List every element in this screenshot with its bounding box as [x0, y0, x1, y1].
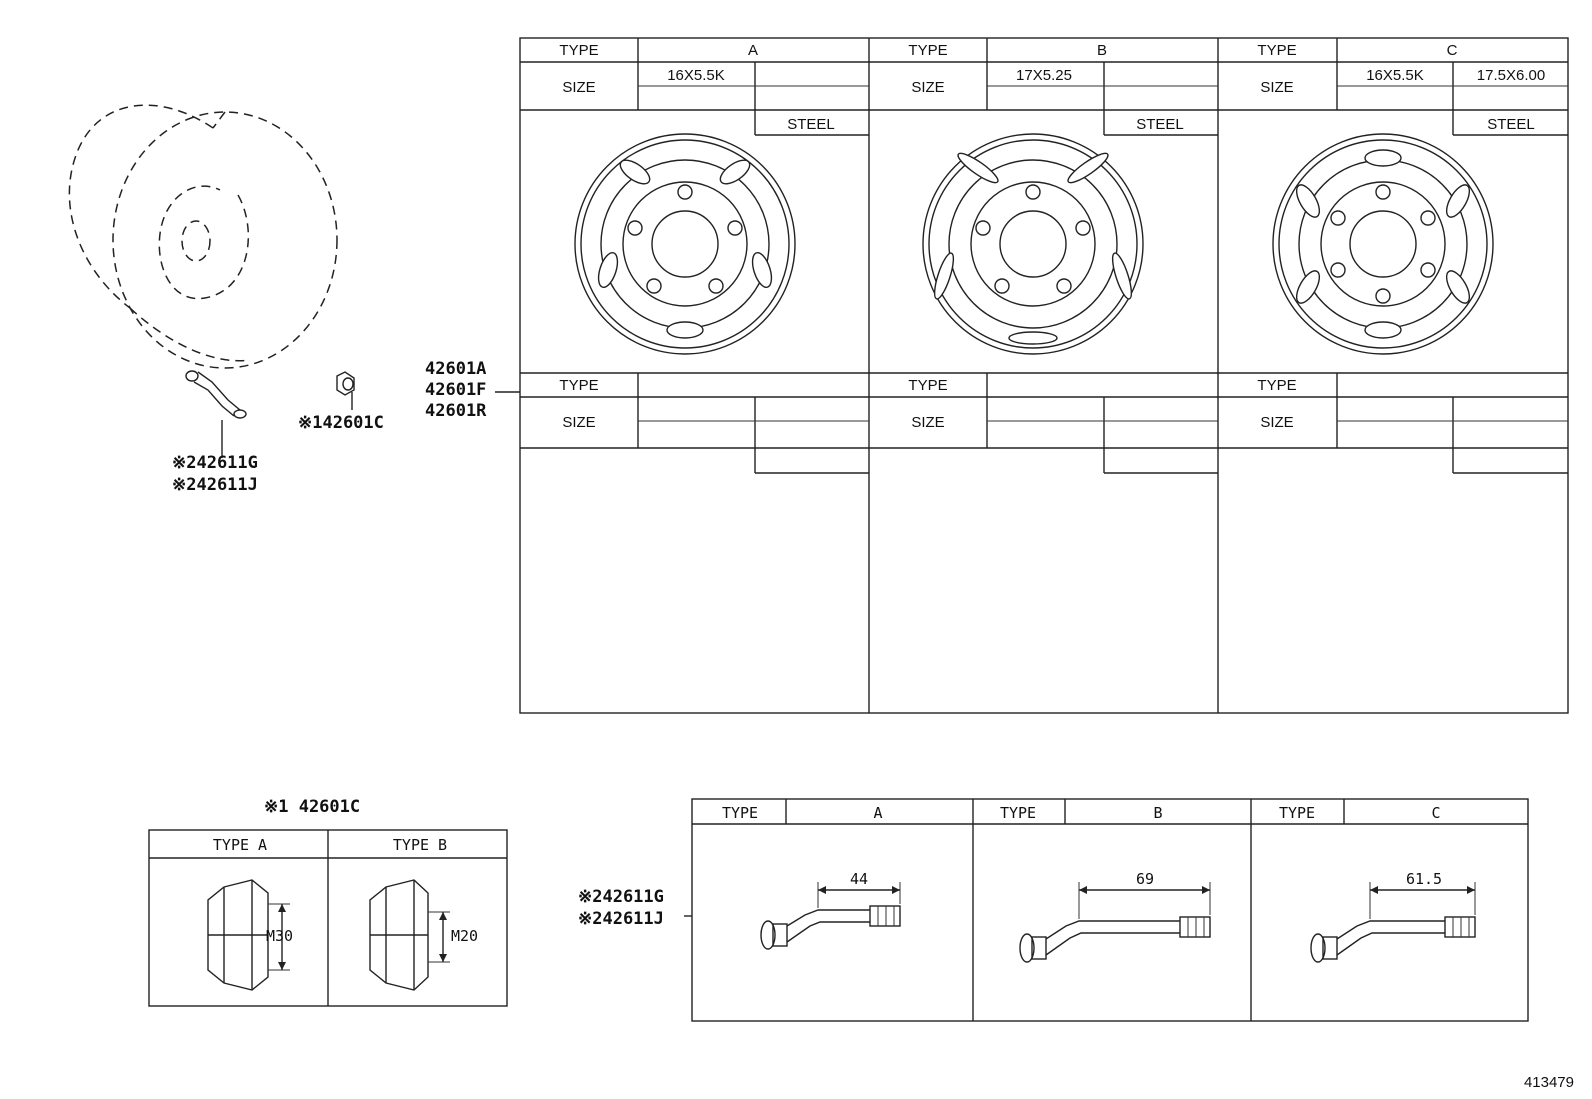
tire-edge	[212, 111, 226, 129]
nut-type-b-thread: M20	[451, 927, 478, 945]
illustration-number: 413479	[1524, 1074, 1574, 1091]
wheel-a-type-value: A	[748, 42, 758, 59]
wheel-center-bore	[181, 220, 211, 262]
empty-b-type-label: TYPE	[908, 377, 947, 394]
wheel-assembly-drawing	[68, 104, 355, 458]
valve-a-type-value: A	[873, 804, 882, 822]
valve-a-type-label: TYPE	[722, 804, 758, 822]
wheel-b-size-1: 17X5.25	[1016, 67, 1072, 84]
nut-part-callout: ※142601C	[298, 413, 384, 433]
valve-table-callout-g: ※242611G	[578, 887, 664, 907]
nut-type-b-label: TYPE B	[393, 836, 447, 854]
wheel-a-type-label: TYPE	[559, 42, 598, 59]
empty-c-type-label: TYPE	[1257, 377, 1296, 394]
valve-c-type-value: C	[1431, 804, 1440, 822]
wheel-a-material: STEEL	[787, 116, 835, 133]
hub-nut-small-drawing	[336, 371, 355, 410]
empty-a-size-label: SIZE	[562, 414, 595, 431]
nut-table	[148, 829, 508, 1007]
wheel-c-type-label: TYPE	[1257, 42, 1296, 59]
wheel-type-a-drawing	[574, 133, 796, 355]
tire-outline	[68, 104, 214, 309]
nut-type-b-drawing	[369, 879, 450, 991]
valve-b-length: 69	[1136, 870, 1154, 888]
valve-part-callout-g: ※242611G	[172, 453, 258, 473]
wheel-table	[519, 37, 1569, 714]
wheel-b-material: STEEL	[1136, 116, 1184, 133]
wheel-a-size-1: 16X5.5K	[667, 67, 725, 84]
wheel-b-size-label: SIZE	[911, 79, 944, 96]
valve-b-type-value: B	[1153, 804, 1162, 822]
wheel-part-callout-r: 42601R	[425, 401, 487, 421]
valve-table-callout-j: ※242611J	[578, 909, 664, 929]
wheel-c-size-2: 17.5X6.00	[1477, 67, 1545, 84]
wheel-type-b-drawing	[922, 133, 1144, 355]
nut-type-a-drawing	[207, 879, 290, 991]
empty-a-type-label: TYPE	[559, 377, 598, 394]
wheel-face	[112, 111, 338, 369]
valve-c-length: 61.5	[1406, 870, 1442, 888]
valve-b-type-label: TYPE	[1000, 804, 1036, 822]
wheel-c-material: STEEL	[1487, 116, 1535, 133]
empty-c-size-label: SIZE	[1260, 414, 1293, 431]
wheel-b-type-value: B	[1097, 42, 1107, 59]
nut-type-a-label: TYPE A	[213, 836, 267, 854]
wheel-c-size-1: 16X5.5K	[1366, 67, 1424, 84]
valve-part-callout-j: ※242611J	[172, 475, 258, 495]
wheel-part-callout-f: 42601F	[425, 380, 486, 400]
valve-table	[691, 798, 1529, 1022]
wheel-c-type-value: C	[1447, 42, 1458, 59]
valve-type-a-drawing	[760, 882, 901, 950]
valve-a-length: 44	[850, 870, 868, 888]
wheel-c-size-label: SIZE	[1260, 79, 1293, 96]
valve-type-b-drawing	[1019, 882, 1211, 963]
nut-type-a-thread: M30	[266, 927, 293, 945]
wheel-table-border	[519, 37, 1569, 714]
wheel-hub-ring	[158, 185, 249, 300]
wheel-type-c-drawing	[1272, 133, 1494, 355]
nut-table-title: ※1 42601C	[264, 797, 360, 817]
wheel-part-callout-a: 42601A	[425, 359, 486, 379]
wheel-a-size-label: SIZE	[562, 79, 595, 96]
wheel-b-type-label: TYPE	[908, 42, 947, 59]
valve-stem-small-drawing	[185, 370, 247, 458]
empty-b-size-label: SIZE	[911, 414, 944, 431]
valve-c-type-label: TYPE	[1279, 804, 1315, 822]
valve-type-c-drawing	[1310, 882, 1476, 963]
tire-bottom-edge	[129, 307, 251, 362]
